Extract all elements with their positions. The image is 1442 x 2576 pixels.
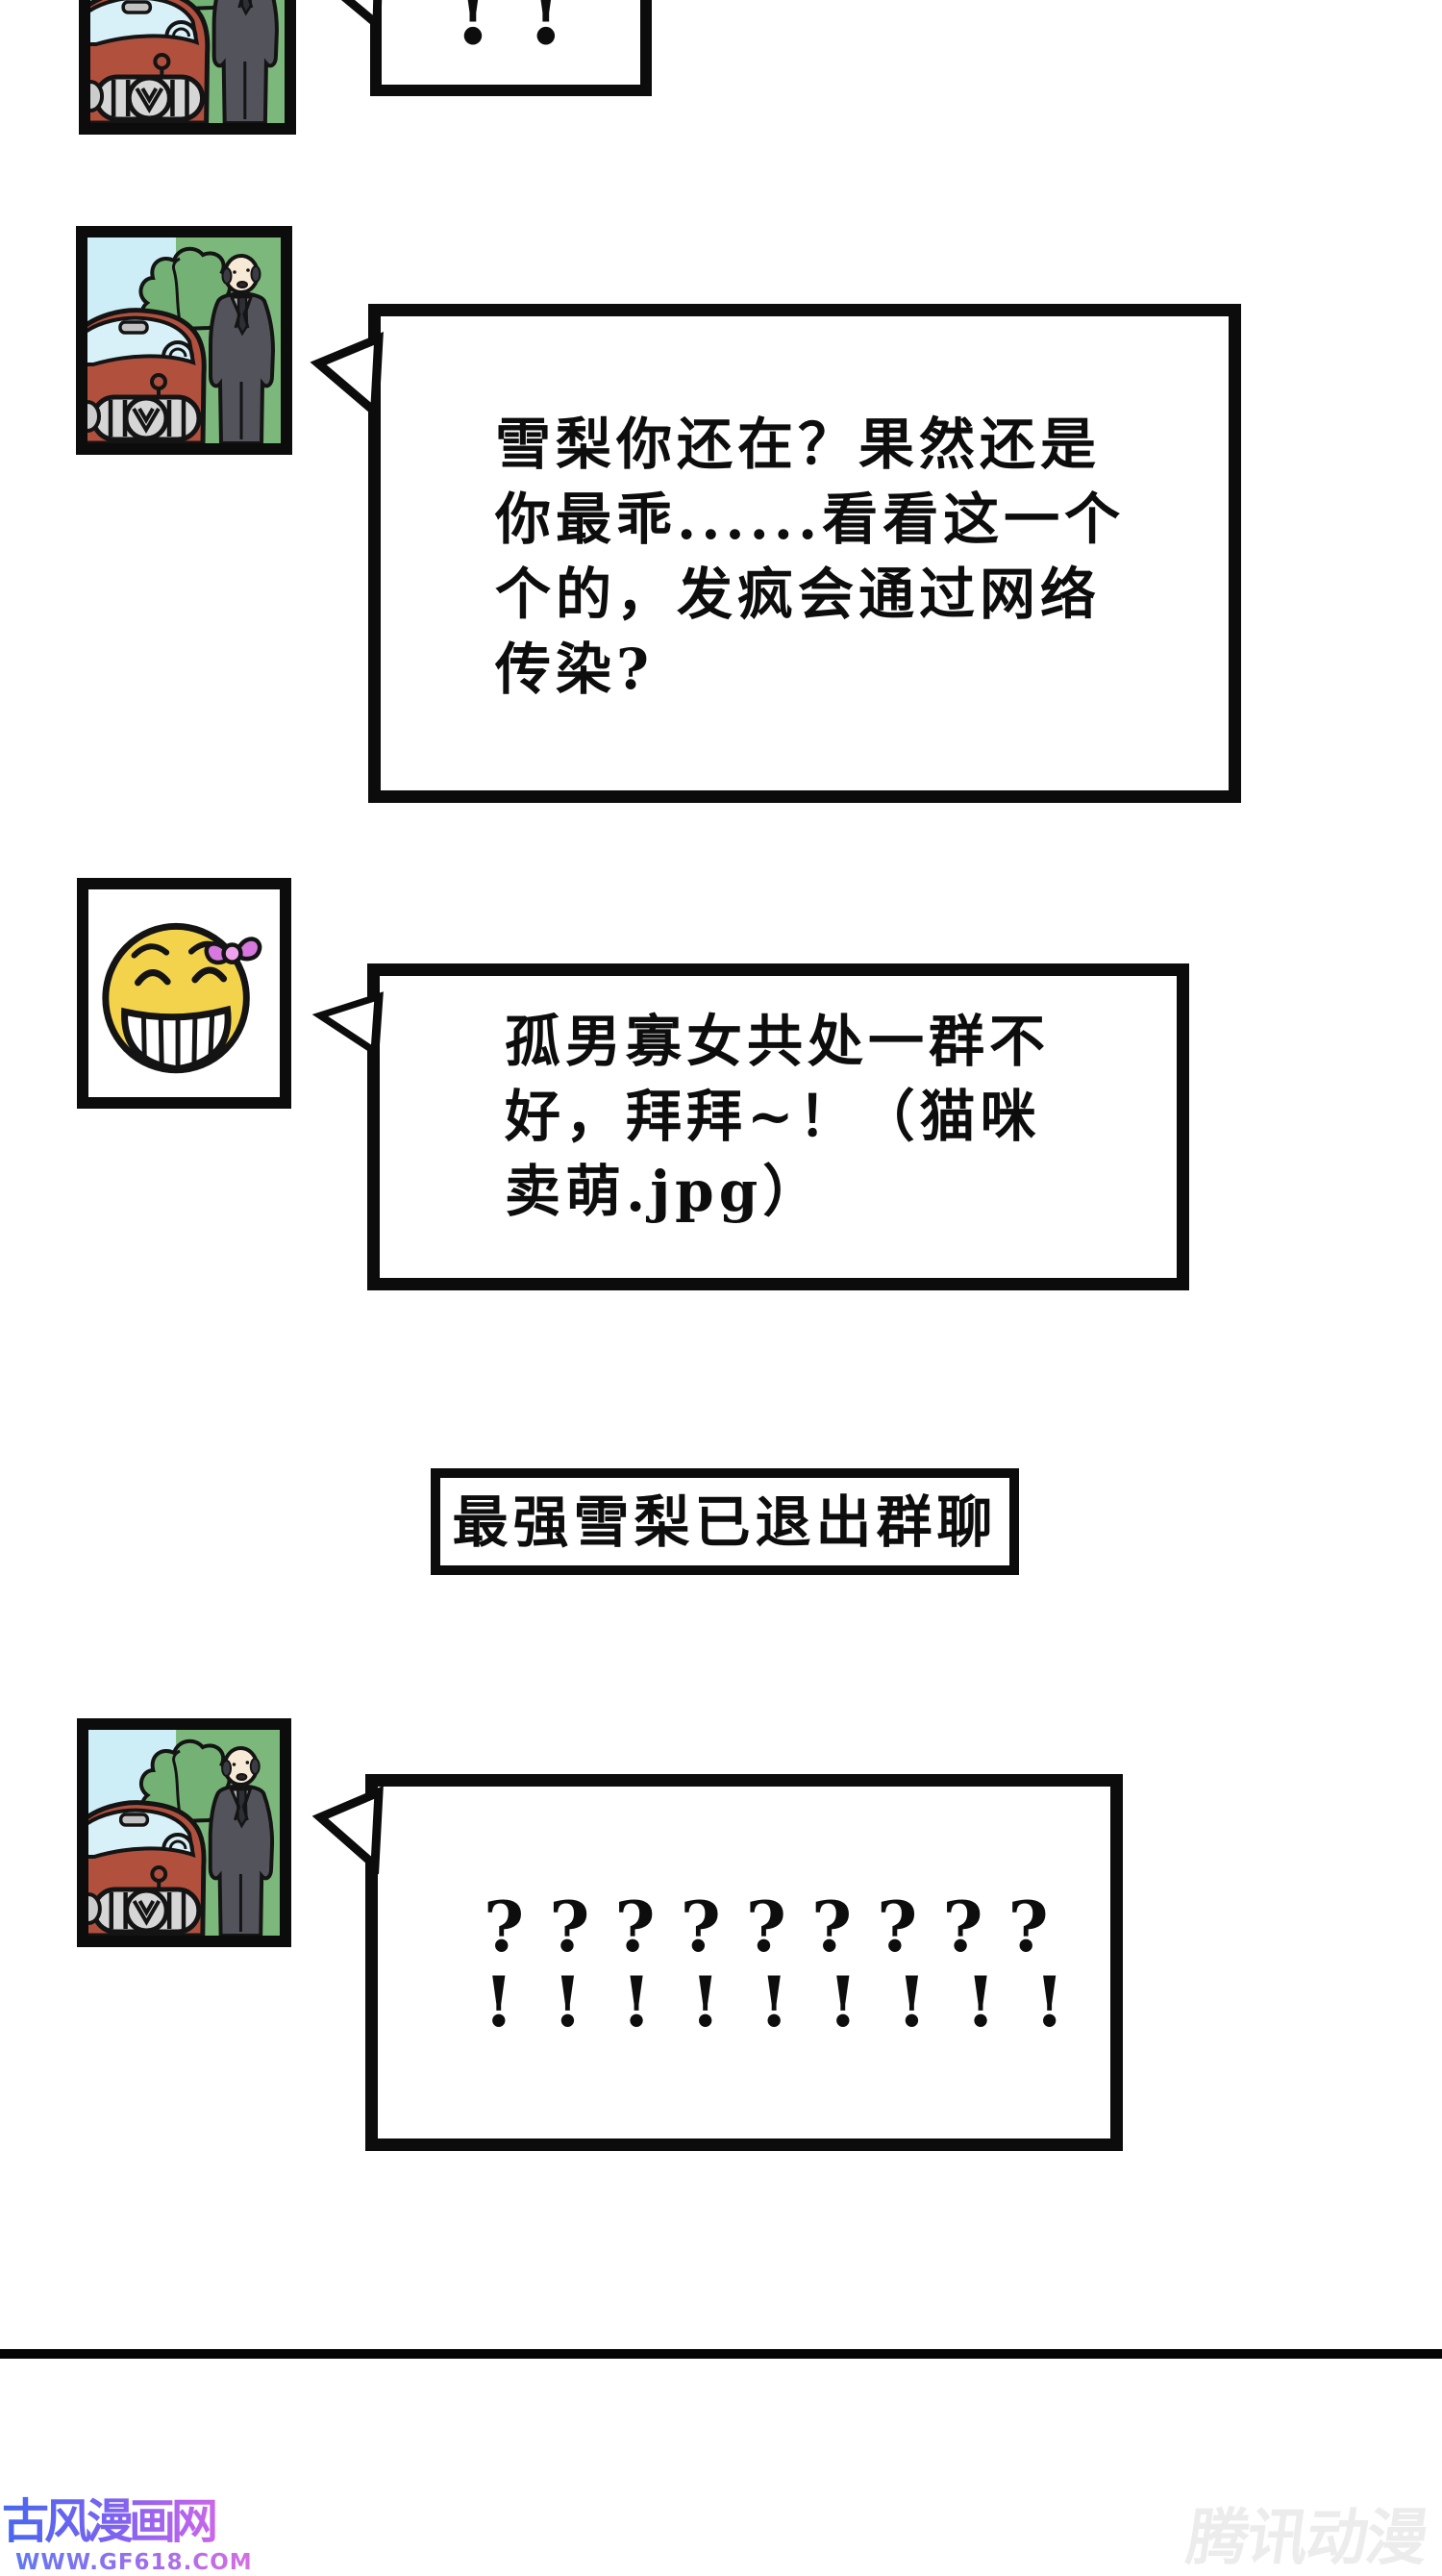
speech-bubble-1: !!: [370, 0, 652, 96]
car-man-illustration: [90, 0, 285, 123]
system-notice-text: 最强雪梨已退出群聊: [452, 1488, 998, 1555]
watermark-gufeng: 古风漫画网 WWW.GF618.COM: [2, 2496, 253, 2575]
bubble-text-line: 雪梨你还在？果然还是: [495, 412, 1102, 477]
watermark-site-name: 古风漫画网: [2, 2496, 253, 2548]
bubble-text: ????????? !!!!!!!!!: [484, 1889, 1103, 2039]
avatar-car-man: [76, 226, 292, 455]
system-notice-box: 最强雪梨已退出群聊: [431, 1468, 1019, 1575]
speech-bubble-3: 孤男寡女共处一群不 好，拜拜~！（猫咪 卖萌.jpg）: [367, 963, 1189, 1290]
bubble-text-line: 卖萌.jpg）: [505, 1159, 824, 1224]
bubble-tail-2: [310, 332, 384, 421]
car-man-illustration: [88, 1730, 280, 1936]
avatar-car-man: [79, 0, 296, 135]
bubble-tail-3: [311, 991, 384, 1059]
bubble-text-line: ?????????: [484, 1886, 1074, 1967]
bubble-text-line: 传染?: [495, 637, 654, 702]
avatar-smiley-girl: [77, 878, 291, 1109]
watermark-site-url: WWW.GF618.COM: [2, 2550, 253, 2575]
bubble-text: 雪梨你还在？果然还是 你最乖......看看这一个 个的，发疯会通过网络 传染?: [495, 407, 1125, 707]
watermark-tencent-comics: 腾讯动漫: [1181, 2503, 1431, 2574]
bubble-text-line: 你最乖......看看这一个: [495, 487, 1126, 552]
bubble-tail-4: [311, 1786, 384, 1875]
bubble-tail-1: [340, 0, 383, 34]
avatar-car-man: [77, 1718, 291, 1947]
car-man-illustration: [87, 238, 281, 443]
bubble-text-line: !!!!!!!!!: [484, 1961, 1104, 2042]
bubble-text-line: 孤男寡女共处一群不: [505, 1009, 1051, 1074]
smiley-face-illustration: [88, 889, 280, 1097]
speech-bubble-4: ????????? !!!!!!!!!: [365, 1774, 1123, 2151]
speech-bubble-2: 雪梨你还在？果然还是 你最乖......看看这一个 个的，发疯会通过网络 传染?: [368, 304, 1241, 803]
divider-line: [0, 2349, 1442, 2359]
bubble-text-line: 个的，发疯会通过网络: [495, 562, 1102, 627]
bubble-text-line: 好，拜拜~！（猫咪: [505, 1084, 1041, 1149]
bubble-text: !!: [452, 0, 598, 66]
bubble-text: 孤男寡女共处一群不 好，拜拜~！（猫咪 卖萌.jpg）: [505, 1004, 1050, 1229]
